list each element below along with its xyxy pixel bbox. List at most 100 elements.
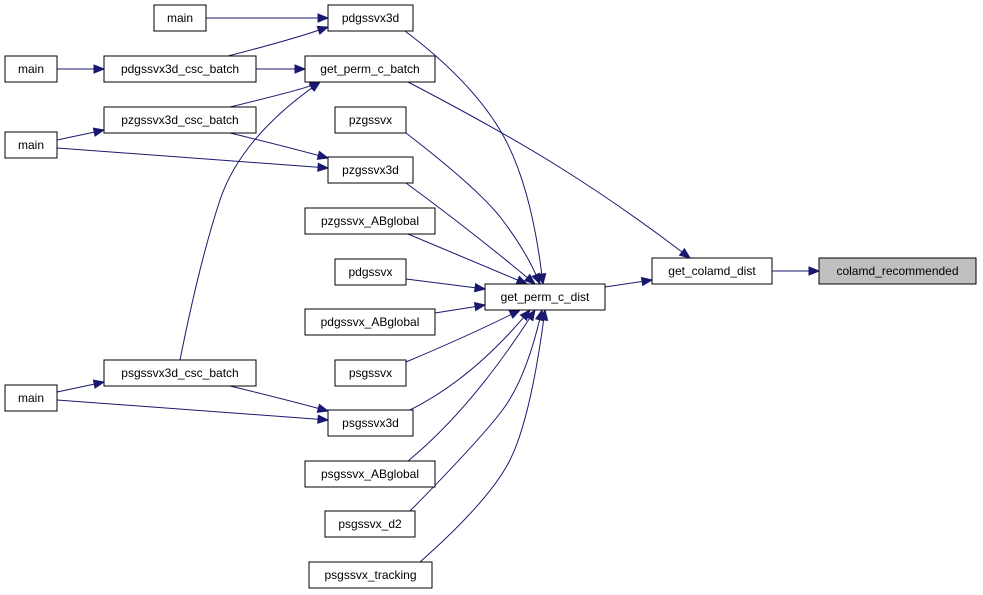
- node-label: pdgssvx3d: [342, 11, 399, 25]
- arrowhead: [92, 379, 106, 389]
- edge-getcol-to-colamd: [772, 266, 821, 276]
- node-label: psgssvx_tracking: [324, 568, 416, 582]
- edge-pdgab-to-gpcd: [434, 301, 487, 314]
- node-box: [4, 384, 58, 412]
- node-box: [334, 359, 407, 387]
- node-label: psgssvx_d2: [338, 517, 402, 531]
- edge-pzgcsc-to-gpcb: [229, 81, 322, 108]
- edge-gpcb-to-getcol: [407, 81, 692, 259]
- node-getcol[interactable]: get_colamd_dist: [651, 257, 773, 285]
- node-label: get_perm_c_batch: [320, 62, 419, 76]
- node-gpcd[interactable]: get_perm_c_dist: [484, 283, 606, 311]
- node-psgtr[interactable]: psgssvx_tracking: [308, 561, 433, 589]
- node-box: [651, 257, 773, 285]
- node-label: main: [167, 11, 193, 25]
- node-box: [818, 257, 977, 285]
- node-box: [304, 55, 436, 83]
- arrowhead: [317, 162, 330, 172]
- node-box: [308, 561, 433, 589]
- arrowhead: [808, 266, 821, 276]
- node-label: main: [18, 62, 44, 76]
- node-psgd2[interactable]: psgssvx_d2: [324, 510, 416, 538]
- edge-main4-to-psg3d: [56, 399, 330, 424]
- node-label: pzgssvx3d: [342, 163, 399, 177]
- arrowhead: [473, 282, 487, 293]
- node-box: [103, 106, 257, 134]
- node-pzgcsc[interactable]: pzgssvx3d_csc_batch: [103, 106, 257, 134]
- edge-psgtr-to-gpcd: [419, 308, 549, 563]
- edge-pdgcsc-to-pdg3d: [227, 25, 330, 57]
- node-pzgssvx[interactable]: pzgssvx: [334, 106, 407, 134]
- node-label: pzgssvx: [349, 113, 392, 127]
- node-colamd[interactable]: colamd_recommended: [818, 257, 977, 285]
- node-box: [324, 510, 416, 538]
- edge-pdgcsc-to-gpcb: [256, 64, 307, 74]
- node-label: pzgssvx3d_csc_batch: [121, 113, 238, 127]
- node-pdgab[interactable]: pdgssvx_ABglobal: [304, 308, 436, 336]
- edge-pzgab-to-gpcd: [407, 233, 529, 285]
- arrowhead: [508, 309, 522, 319]
- nodes-layer: colamd_recommended get_colamd_dist get_per…: [4, 4, 977, 589]
- arrowhead: [316, 403, 330, 413]
- node-box: [327, 4, 414, 32]
- node-label: get_colamd_dist: [668, 264, 756, 278]
- arrowhead: [316, 150, 330, 160]
- edge-pzgssvx-to-gpcd: [405, 132, 541, 286]
- node-label: pdgssvx_ABglobal: [321, 315, 420, 329]
- node-main1[interactable]: main: [153, 4, 207, 32]
- node-label: psgssvx_ABglobal: [321, 467, 419, 481]
- arrowhead: [525, 308, 536, 322]
- arrowhead: [92, 127, 106, 137]
- node-box: [327, 409, 414, 437]
- node-label: pdgssvx3d_csc_batch: [121, 62, 239, 76]
- node-box: [304, 207, 436, 235]
- node-psgcsc[interactable]: psgssvx3d_csc_batch: [103, 359, 257, 387]
- node-box: [153, 4, 207, 32]
- node-box: [4, 55, 58, 83]
- edge-main4-to-psgcsc: [56, 379, 106, 393]
- edge-psgab-to-gpcd: [407, 308, 536, 462]
- edge-psgcsc-to-psg3d: [229, 385, 330, 413]
- arrowhead: [678, 247, 692, 259]
- arrowhead: [523, 273, 537, 285]
- node-main4[interactable]: main: [4, 384, 58, 412]
- node-label: main: [18, 138, 44, 152]
- edge-main3-to-pzg3d: [56, 147, 330, 172]
- node-pdgssvx[interactable]: pdgssvx: [334, 258, 407, 286]
- node-gpcb[interactable]: get_perm_c_batch: [304, 55, 436, 83]
- node-pzg3d[interactable]: pzgssvx3d: [327, 156, 414, 184]
- node-box: [103, 359, 257, 387]
- edge-main2-to-pdgcsc: [57, 64, 106, 74]
- node-box: [334, 258, 407, 286]
- node-box: [103, 55, 257, 83]
- arrowhead: [531, 272, 541, 286]
- node-psgab[interactable]: psgssvx_ABglobal: [304, 460, 436, 488]
- node-label: psgssvx3d_csc_batch: [121, 366, 238, 380]
- arrowhead: [93, 64, 106, 74]
- node-box: [334, 106, 407, 134]
- node-box: [304, 308, 436, 336]
- node-psg3d[interactable]: psgssvx3d: [327, 409, 414, 437]
- edge-gpcd-to-getcol: [604, 276, 654, 288]
- node-box: [327, 156, 414, 184]
- arrowhead: [316, 25, 330, 35]
- edges-layer: [56, 13, 821, 563]
- node-main2[interactable]: main: [4, 55, 58, 83]
- node-label: pzgssvx_ABglobal: [321, 214, 419, 228]
- arrowhead: [317, 414, 330, 424]
- node-pdgcsc[interactable]: pdgssvx3d_csc_batch: [103, 55, 257, 83]
- node-box: [4, 131, 58, 159]
- node-label: psgssvx3d: [342, 416, 399, 430]
- node-box: [304, 460, 436, 488]
- edge-pzgcsc-to-pzg3d: [229, 132, 330, 160]
- node-pzgab[interactable]: pzgssvx_ABglobal: [304, 207, 436, 235]
- arrowhead: [640, 276, 654, 287]
- node-label: colamd_recommended: [836, 264, 958, 278]
- node-psgssvx[interactable]: psgssvx: [334, 359, 407, 387]
- node-main3[interactable]: main: [4, 131, 58, 159]
- edge-pzg3d-to-gpcd: [405, 182, 537, 285]
- node-label: psgssvx: [349, 366, 392, 380]
- node-pdg3d[interactable]: pdgssvx3d: [327, 4, 414, 32]
- edge-main1-to-pdg3d: [206, 13, 330, 23]
